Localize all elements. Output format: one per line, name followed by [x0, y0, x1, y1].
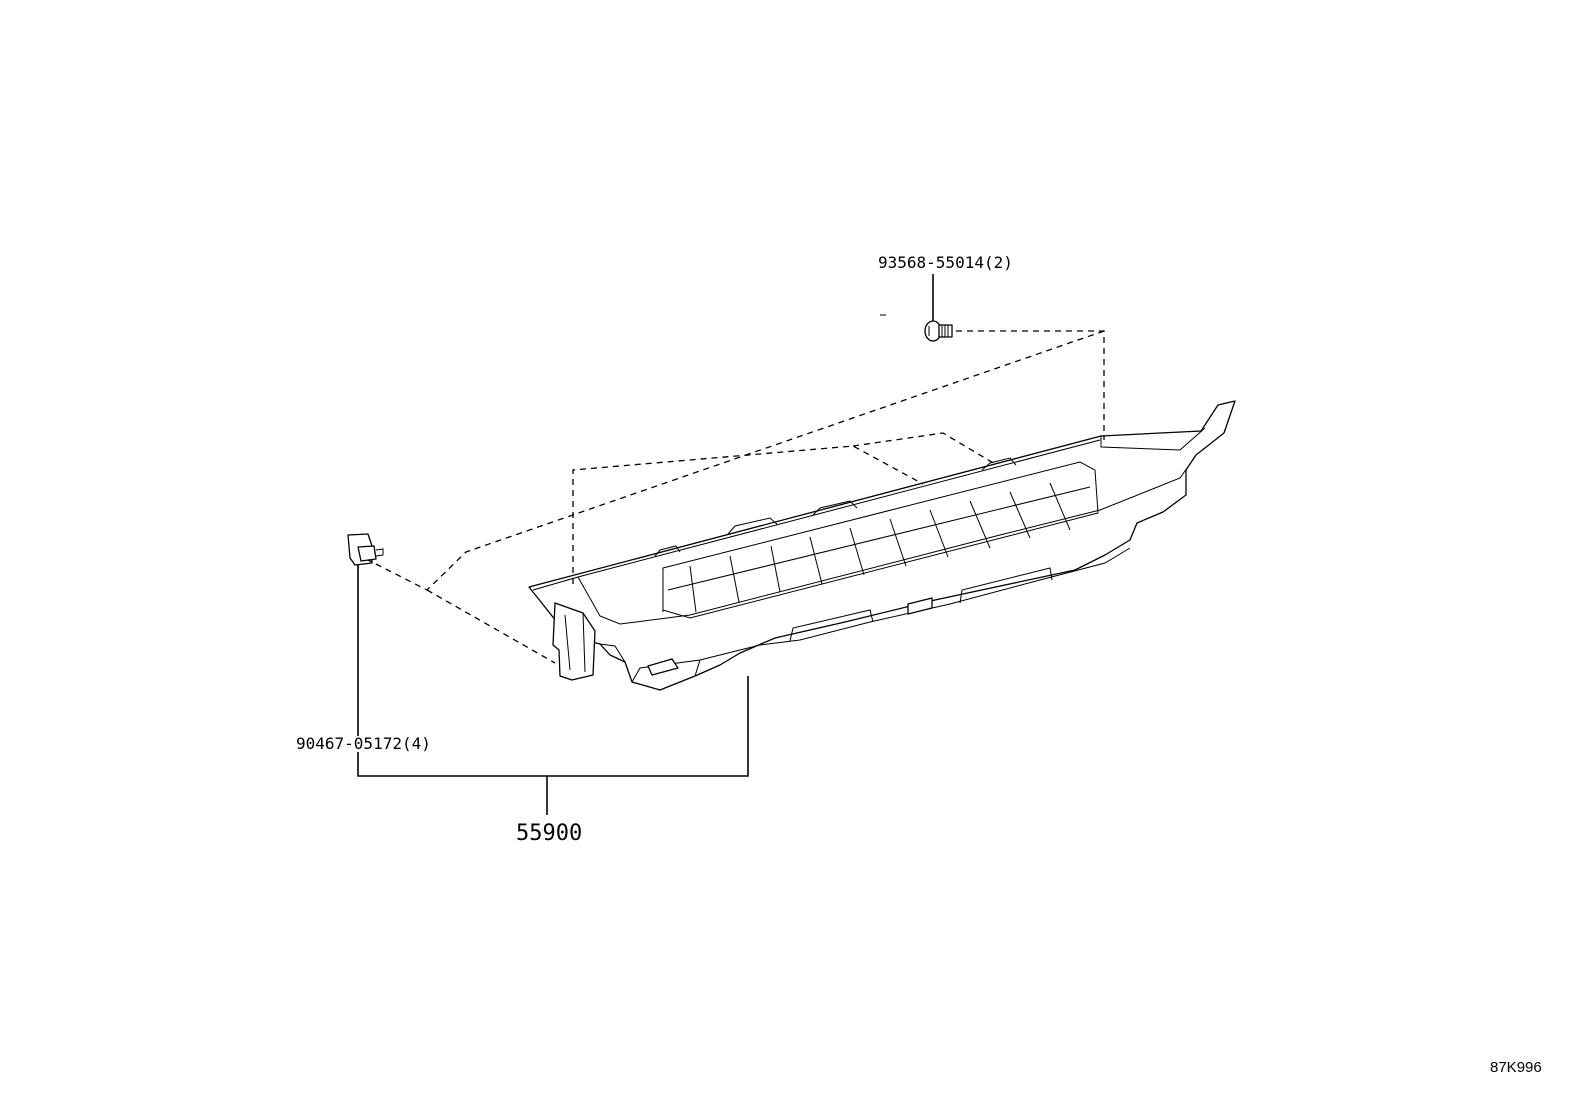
clip-part-label: 90467-05172(4) [296, 734, 431, 753]
assembly-part-label: 55900 [516, 821, 582, 846]
installation-guide-lines [367, 330, 1105, 664]
leader-lines [357, 274, 934, 815]
diagram-reference-code: 87K996 [1490, 1059, 1542, 1076]
clip-icon[interactable] [347, 533, 384, 566]
panel-assembly[interactable] [528, 400, 1236, 691]
screw-part-label: 93568-55014(2) [878, 253, 1013, 272]
screw-icon[interactable] [924, 320, 953, 342]
